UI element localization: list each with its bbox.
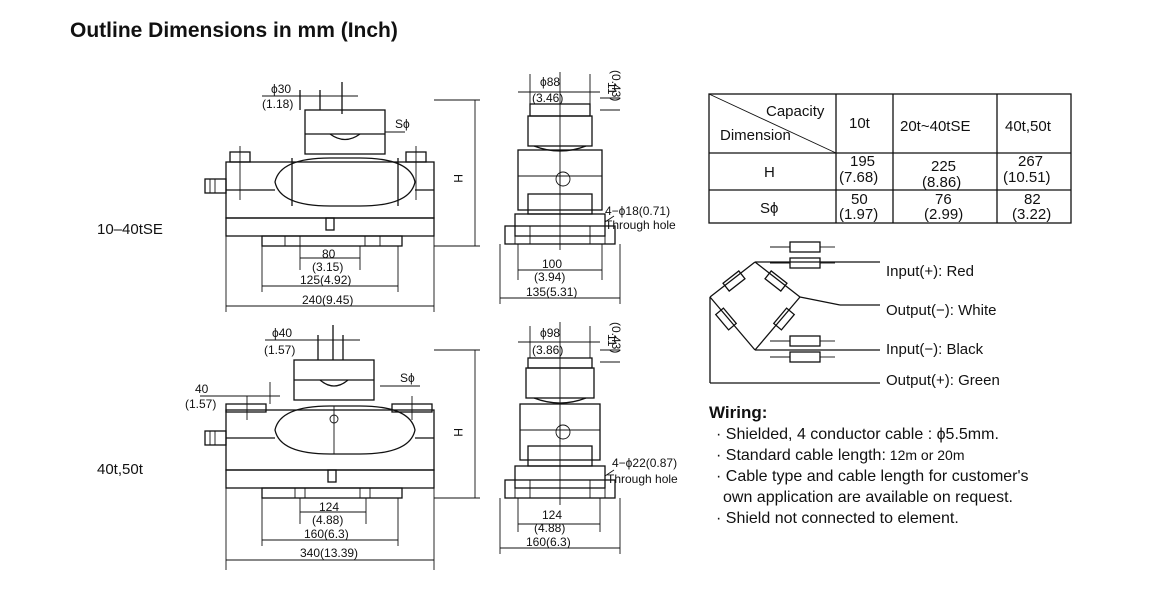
page-title: Outline Dimensions in mm (Inch) [70, 19, 398, 42]
bottom-front-d2: 160(6.3) [304, 527, 349, 541]
table-row-h-i1: (8.86) [922, 174, 961, 191]
bottom-side-view: ϕ98 (3.86) 11 (0.43) 4−ϕ22(0.87) Through… [499, 322, 678, 554]
bottom-front-d3: 340(13.39) [300, 546, 358, 560]
bottom-front-side-in: (1.57) [185, 397, 216, 411]
table-col-0: 10t [849, 115, 871, 132]
wire-output-pos: Output(+): Green [886, 372, 1000, 389]
top-side-hole: 4−ϕ18(0.71) [605, 204, 670, 218]
bottom-side-d1: 124 [542, 508, 562, 522]
top-side-hole-through: Through hole [605, 218, 676, 232]
table-row-h-i0: (7.68) [839, 169, 878, 186]
top-side-phi-in: (3.46) [532, 91, 563, 105]
model-label-top: 10–40tSE [97, 221, 163, 238]
bottom-front-side: 40 [195, 382, 209, 396]
table-row-s-i1: (2.99) [924, 206, 963, 223]
bottom-front-phi: ϕ40 [272, 326, 292, 340]
wiring-notes: Wiring: · Shielded, 4 conductor cable : … [709, 402, 1029, 529]
wiring-line-custom-cont: own application are available on request… [723, 489, 1013, 506]
bottom-side-top-h-in: (0.43) [609, 322, 623, 353]
bottom-side-hole: 4−ϕ22(0.87) [612, 456, 677, 470]
top-front-phi: ϕ30 [271, 82, 291, 96]
top-front-d3: 240(9.45) [302, 293, 353, 307]
bottom-side-phi-in: (3.86) [532, 343, 563, 357]
table-row-h-v1: 225 [931, 158, 956, 175]
table-col-2: 40t,50t [1005, 118, 1052, 135]
wire-input-pos: Input(+): Red [886, 263, 974, 280]
table-corner-capacity: Capacity [766, 103, 825, 120]
table-corner-dimension: Dimension [720, 127, 791, 144]
top-side-d1-in: (3.94) [534, 270, 565, 284]
capacity-table: Capacity Dimension 10t 20t~40tSE 40t,50t… [708, 93, 1072, 224]
top-side-phi: ϕ88 [540, 75, 560, 89]
wire-input-neg: Input(−): Black [886, 341, 984, 358]
table-row-s-label: Sϕ [760, 200, 778, 217]
table-row-s-v2: 82 [1024, 191, 1041, 208]
table-row-h-i2: (10.51) [1003, 169, 1051, 186]
table-row-s-i0: (1.97) [839, 206, 878, 223]
bottom-side-phi: ϕ98 [540, 326, 560, 340]
bottom-side-d2: 160(6.3) [526, 535, 571, 549]
wiring-heading: Wiring: [709, 403, 768, 422]
wiring-line-length-label: · Standard cable length: [716, 447, 886, 464]
top-side-top-h: 11 [605, 82, 619, 95]
bottom-front-h: H [451, 428, 465, 437]
top-side-view: ϕ88 (3.46) 11 (0.43) 4−ϕ18(0.71) Through… [499, 70, 676, 304]
bottom-front-sphi: Sϕ [400, 371, 415, 385]
table-row-h-label: H [764, 164, 775, 181]
model-label-bottom: 40t,50t [97, 461, 144, 478]
top-front-sphi: Sϕ [395, 117, 410, 131]
wiring-line-cable: · Shielded, 4 conductor cable : ϕ5.5mm. [716, 426, 999, 443]
table-row-h-v0: 195 [850, 153, 875, 170]
top-front-h: H [451, 174, 465, 183]
bottom-front-d1-in: (4.88) [312, 513, 343, 527]
table-row-s-i2: (3.22) [1012, 206, 1051, 223]
table-col-1: 20t~40tSE [900, 118, 970, 135]
top-front-phi-in: (1.18) [262, 97, 293, 111]
table-row-h-v2: 267 [1018, 153, 1043, 170]
bottom-side-top-h: 11 [605, 334, 619, 347]
bottom-side-d1-in: (4.88) [534, 521, 565, 535]
bottom-front-phi-in: (1.57) [264, 343, 295, 357]
bottom-front-d1: 124 [319, 500, 339, 514]
table-row-s-v1: 76 [935, 191, 952, 208]
table-row-s-v0: 50 [851, 191, 868, 208]
wire-output-neg: Output(−): White [886, 302, 996, 319]
bridge-circuit [709, 241, 880, 384]
bottom-front-view: ϕ40 (1.57) Sϕ 40 (1.57) [185, 325, 480, 570]
top-front-d1: 80 [322, 247, 336, 261]
top-side-d2: 135(5.31) [526, 285, 577, 299]
top-front-d1-in: (3.15) [312, 260, 343, 274]
bottom-side-hole-through: Through hole [607, 472, 678, 486]
wiring-line-custom: · Cable type and cable length for custom… [716, 468, 1029, 485]
wiring-line-length-value: 12m or 20m [885, 447, 965, 463]
top-front-view: ϕ30 (1.18) Sϕ [204, 82, 480, 312]
top-front-d2: 125(4.92) [300, 273, 351, 287]
wiring-line-shield: · Shield not connected to element. [716, 510, 959, 527]
top-side-d1: 100 [542, 257, 562, 271]
wiring-line-length: · Standard cable length: 12m or 20m [709, 445, 1029, 466]
top-side-top-h-in: (0.43) [609, 70, 623, 101]
